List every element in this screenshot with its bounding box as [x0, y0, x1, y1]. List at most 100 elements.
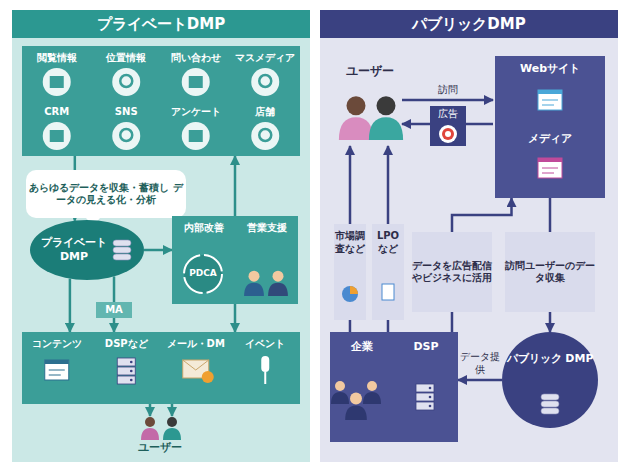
icon — [273, 271, 284, 282]
icon — [130, 379, 133, 382]
icon — [259, 129, 271, 141]
icon — [120, 75, 132, 87]
icon — [249, 271, 260, 282]
flow-connector — [113, 318, 116, 332]
flow-connector — [549, 198, 552, 232]
node-text: イベント — [231, 338, 301, 351]
icon — [445, 131, 451, 137]
node-outline — [30, 220, 144, 280]
icon — [382, 284, 394, 300]
node-text: 市場調査など — [334, 230, 366, 255]
icon — [542, 105, 554, 106]
icon — [264, 372, 266, 384]
icon — [113, 247, 131, 253]
node-text: コンテンツ — [22, 338, 92, 351]
free-label: ユーザー — [326, 64, 414, 79]
icon — [538, 158, 562, 162]
icon — [43, 68, 562, 440]
node-text: CRM — [22, 106, 92, 119]
callout-bubble: あらゆるデータを収集・蓄積し データの見える化・分析 — [26, 170, 186, 218]
icon — [183, 360, 209, 370]
icon — [163, 428, 181, 440]
icon — [429, 387, 432, 390]
icon — [542, 168, 558, 169]
icon — [117, 376, 135, 384]
panel-band — [320, 10, 618, 38]
node-text: SNS — [92, 106, 162, 119]
icon — [261, 356, 269, 372]
icon — [538, 90, 562, 110]
icon — [117, 358, 135, 366]
flow-connector — [458, 379, 502, 382]
flow-connector — [387, 320, 390, 332]
flow-arrow — [350, 100, 493, 224]
icon — [367, 381, 377, 391]
icon — [369, 117, 403, 140]
node-text: LPOなど — [372, 230, 404, 255]
icon — [167, 417, 177, 427]
free-label: 訪問 — [420, 84, 476, 97]
icon — [339, 117, 373, 140]
icon — [541, 394, 559, 400]
icon — [141, 428, 159, 440]
icon — [43, 68, 71, 96]
icon — [377, 96, 396, 115]
icon — [541, 401, 559, 407]
icon — [542, 173, 554, 174]
flow-connector — [349, 320, 352, 332]
icon — [439, 125, 457, 143]
use-box: 市場調査など — [334, 224, 366, 320]
node-text: 企業 — [330, 340, 394, 354]
icon — [145, 417, 155, 427]
node-text: メディア — [495, 132, 605, 146]
icon — [113, 240, 131, 246]
flow-connector — [451, 312, 454, 332]
icon — [251, 68, 279, 96]
ma-box: MA — [96, 302, 132, 318]
flow-arrow — [387, 146, 390, 224]
icon — [350, 392, 362, 404]
node-text: アンケート — [161, 106, 231, 119]
icon — [416, 384, 434, 392]
icon — [416, 393, 434, 401]
panel-ground — [320, 10, 618, 462]
icon — [120, 129, 132, 141]
icon — [112, 122, 140, 150]
node-text: メール・DM — [161, 338, 231, 351]
flow-connector — [549, 312, 552, 332]
panel-band — [12, 10, 310, 38]
icon — [363, 392, 381, 404]
icon — [45, 360, 69, 380]
company-box: 企業DSP — [330, 332, 458, 442]
node-text: 位置情報 — [92, 52, 162, 65]
flow-arrow — [150, 404, 172, 416]
icon — [251, 122, 279, 150]
icon — [350, 286, 358, 294]
edge-label: データ提供 — [460, 351, 500, 376]
node-text: 訪問ユーザーのデータ収集 — [505, 260, 595, 285]
node-text: プライベート DMP — [30, 236, 118, 264]
icon — [538, 158, 562, 178]
flow-connector — [452, 198, 512, 232]
flow-arrow — [171, 404, 174, 416]
collect-box: 訪問ユーザーのデータ収集 — [505, 232, 595, 312]
icon — [429, 396, 432, 399]
icon — [202, 371, 214, 383]
icon — [184, 255, 222, 293]
node-text: 問い合わせ — [161, 52, 231, 65]
node-text: あらゆるデータを収集・蓄積し データの見える化・分析 — [26, 182, 186, 207]
node-text: マスメディア — [231, 52, 301, 65]
icon — [113, 254, 131, 260]
icon — [45, 360, 69, 364]
icon — [189, 76, 203, 88]
node-text: PDCA — [174, 268, 232, 279]
icon — [50, 130, 64, 142]
icon — [430, 106, 466, 146]
node-text: パブリック DMP — [507, 352, 594, 366]
node-outline — [502, 332, 598, 428]
icon — [538, 90, 562, 94]
icon — [331, 392, 349, 404]
flow-connector — [234, 304, 237, 332]
panel-ground — [12, 10, 310, 462]
flow-connector — [113, 276, 116, 302]
